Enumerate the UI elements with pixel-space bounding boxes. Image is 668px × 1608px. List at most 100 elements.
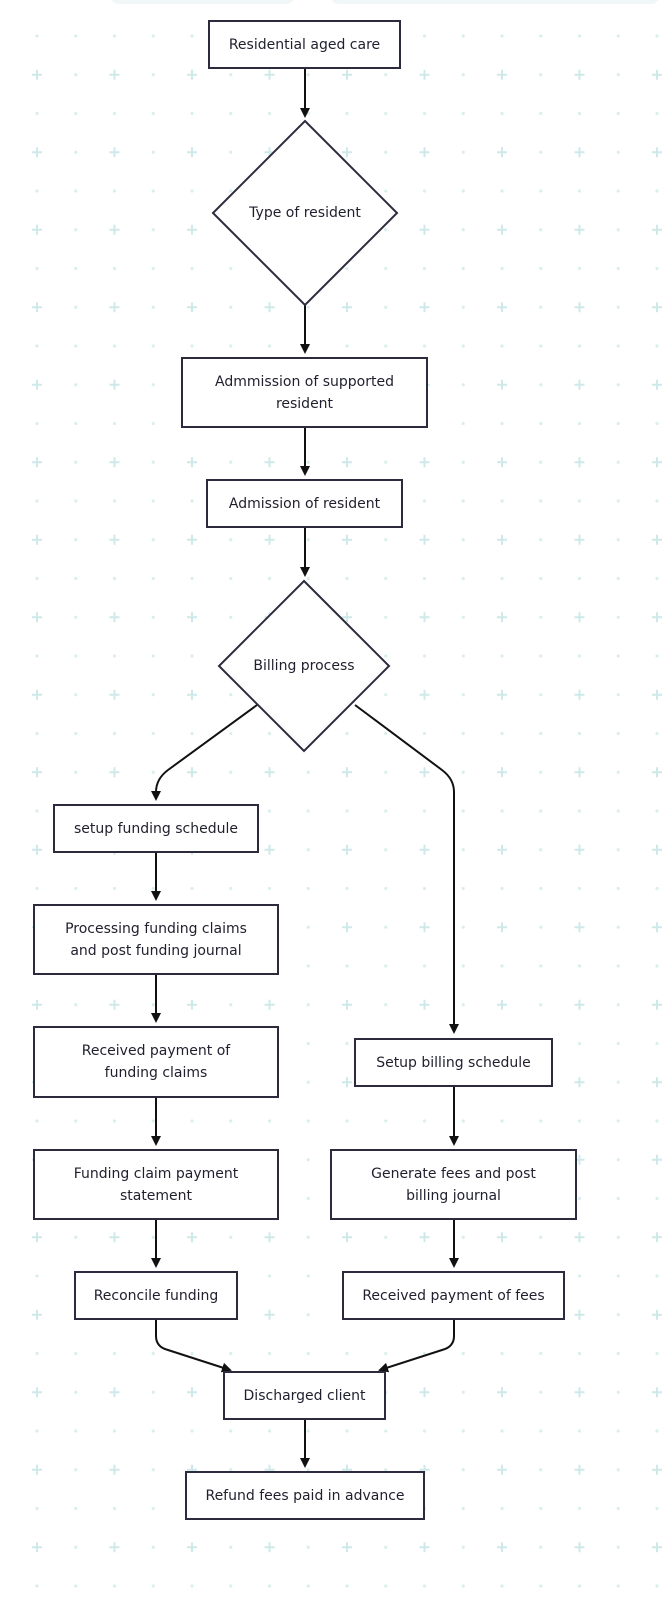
grid-dot (151, 654, 155, 658)
grid-plus (187, 457, 197, 468)
grid-dot (74, 654, 78, 658)
grid-dot (74, 305, 78, 309)
node-setup-billing-schedule[interactable]: Setup billing schedule (354, 1038, 553, 1087)
node-funding-claim-payment-statement[interactable]: Funding claim payment statement (33, 1149, 279, 1220)
grid-dot (74, 615, 78, 619)
grid-dot (112, 189, 117, 193)
grid-dot (577, 654, 582, 658)
decision-billing-process[interactable]: Billing process (217, 579, 391, 753)
node-admission-supported-resident[interactable]: Admmission of supported resident (181, 357, 428, 428)
grid-dot (229, 886, 233, 891)
grid-dot (655, 111, 659, 116)
node-generate-fees[interactable]: Generate fees and post billing journal (330, 1149, 577, 1220)
node-setup-funding-schedule[interactable]: setup funding schedule (53, 804, 259, 853)
grid-dot (616, 809, 620, 813)
grid-dot (539, 1003, 543, 1007)
grid-dot (151, 1468, 155, 1472)
grid-dot (577, 1429, 582, 1433)
grid-plus (342, 147, 352, 158)
grid-plus (497, 689, 507, 700)
node-admission-of-resident[interactable]: Admission of resident (206, 479, 403, 528)
grid-plus (419, 689, 430, 700)
grid-dot (539, 73, 543, 77)
grid-plus (109, 457, 120, 468)
grid-dot (422, 499, 427, 503)
node-refund-fees[interactable]: Refund fees paid in advance (185, 1471, 425, 1520)
grid-dot (500, 189, 504, 193)
grid-dot (151, 615, 155, 619)
grid-dot (345, 809, 349, 813)
grid-dot (616, 886, 620, 891)
grid-dot (384, 1235, 388, 1239)
grid-dot (461, 731, 465, 736)
grid-dot (577, 189, 582, 193)
grid-dot (500, 421, 504, 426)
node-processing-funding-claims[interactable]: Processing funding claims and post fundi… (33, 904, 279, 975)
grid-dot (461, 1003, 465, 1007)
grid-dot (500, 344, 504, 348)
grid-dot (539, 615, 543, 619)
grid-dot (151, 1390, 155, 1394)
grid-plus (652, 1232, 662, 1243)
grid-plus (264, 1309, 275, 1320)
node-discharged-client[interactable]: Discharged client (223, 1371, 386, 1420)
grid-dot (229, 150, 233, 154)
node-claim-statement-line2: statement (119, 1187, 193, 1204)
node-reconcile-funding[interactable]: Reconcile funding (74, 1271, 238, 1320)
node-residential-aged-care[interactable]: Residential aged care (208, 20, 401, 69)
grid-dot (616, 538, 620, 542)
grid-dot (229, 1545, 233, 1549)
grid-plus (497, 767, 507, 778)
grid-dot (577, 964, 582, 968)
grid-dot (461, 964, 465, 968)
grid-plus (264, 457, 275, 468)
grid-dot (422, 731, 427, 736)
grid-dot (539, 34, 543, 38)
grid-plus (32, 1232, 42, 1243)
decision-type-of-resident[interactable]: Type of resident (211, 119, 399, 307)
grid-dot (384, 576, 388, 581)
grid-dot (655, 809, 659, 813)
grid-dot (306, 1080, 310, 1084)
grid-dot (539, 150, 543, 154)
grid-dot (577, 1506, 582, 1511)
grid-dot (539, 576, 543, 581)
grid-dot (229, 538, 233, 542)
grid-dot (306, 576, 310, 581)
grid-plus (574, 1464, 585, 1475)
grid-dot (267, 344, 272, 348)
grid-dot (500, 1351, 504, 1356)
grid-dot (461, 73, 465, 77)
node-received-payment-funding-claims[interactable]: Received payment of funding claims (33, 1026, 279, 1098)
grid-dot (539, 731, 543, 736)
grid-dot (74, 228, 78, 232)
node-received-payment-fees[interactable]: Received payment of fees (342, 1271, 565, 1320)
grid-dot (229, 1119, 233, 1123)
grid-plus (497, 534, 507, 545)
grid-dot (655, 1584, 659, 1588)
grid-plus (32, 1542, 42, 1553)
grid-dot (539, 460, 543, 464)
grid-dot (306, 1158, 310, 1162)
grid-dot (616, 1313, 620, 1317)
grid-plus (109, 1387, 120, 1398)
grid-dot (35, 34, 39, 38)
grid-dot (151, 1584, 155, 1588)
grid-dot (539, 654, 543, 658)
grid-dot (151, 150, 155, 154)
grid-dot (539, 228, 543, 232)
grid-plus (32, 147, 42, 158)
grid-plus (419, 922, 430, 933)
grid-dot (500, 111, 504, 116)
grid-dot (229, 615, 233, 619)
grid-dot (35, 266, 39, 271)
grid-dot (539, 809, 543, 813)
grid-dot (539, 344, 543, 348)
grid-dot (616, 34, 620, 38)
grid-dot (35, 1429, 39, 1433)
grid-plus (32, 1464, 42, 1475)
grid-dot (616, 654, 620, 658)
grid-dot (384, 964, 388, 968)
grid-dot (539, 1390, 543, 1394)
grid-dot (616, 615, 620, 619)
